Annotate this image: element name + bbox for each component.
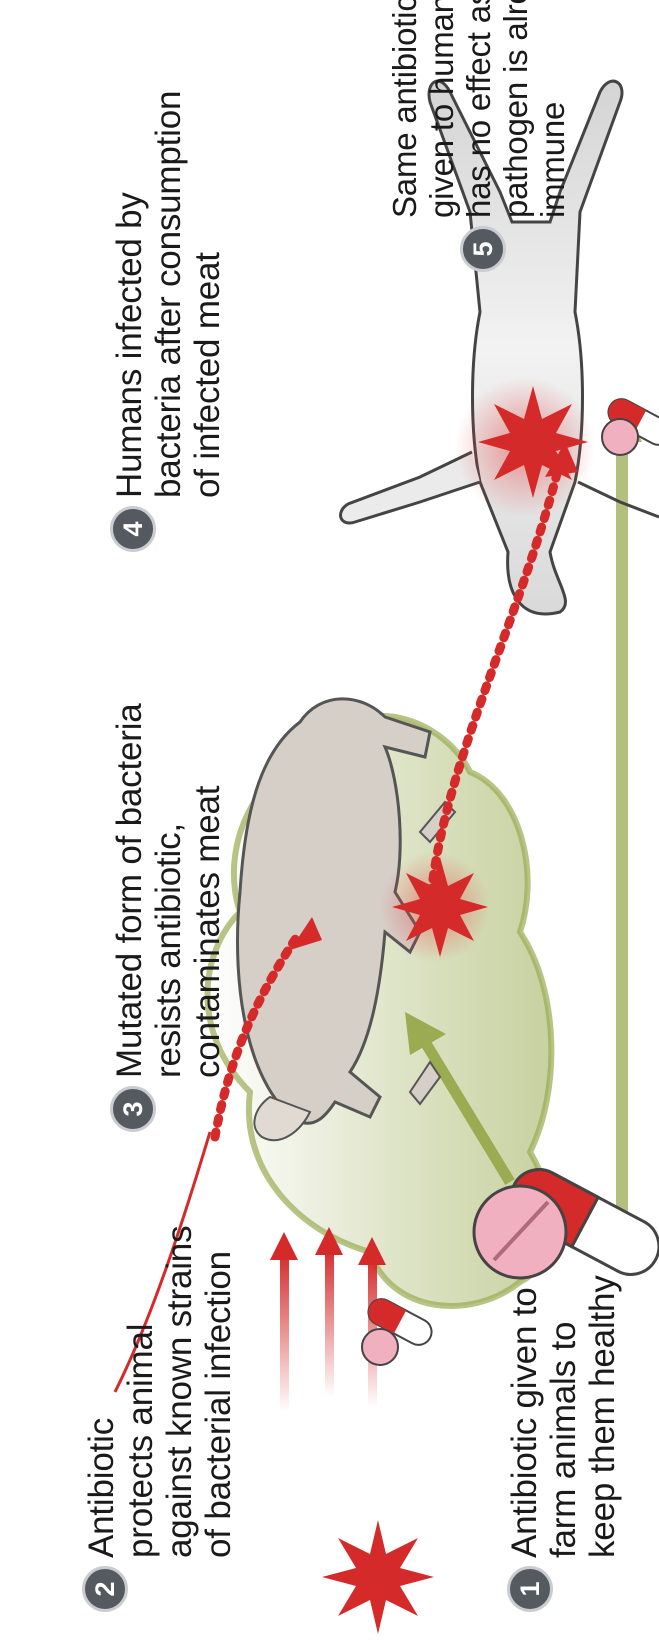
step-1-text: Antibiotic given to farm animals to keep… — [505, 1275, 622, 1558]
tablet-icon — [474, 1186, 566, 1278]
green-arrow-to-human — [602, 402, 642, 1272]
pathogen-arrows — [270, 1227, 386, 1412]
step-2-text: Antibiotic protects animal against known… — [82, 1226, 238, 1558]
step-5-text: Same antibiotic given to humans has no e… — [386, 0, 571, 218]
step-number-badge: 2 — [82, 1566, 128, 1612]
step-3-text: Mutated form of bacteria resists antibio… — [110, 703, 227, 1078]
step-number-badge: 3 — [110, 1086, 156, 1132]
step-number-badge: 1 — [507, 1566, 553, 1612]
pill-icon — [602, 395, 659, 455]
step-number-badge: 5 — [460, 226, 506, 272]
bacteria-star-icon — [322, 1520, 434, 1634]
step-4-text: Humans infected by bacteria after consum… — [110, 91, 227, 498]
step-number-badge: 4 — [110, 506, 156, 552]
